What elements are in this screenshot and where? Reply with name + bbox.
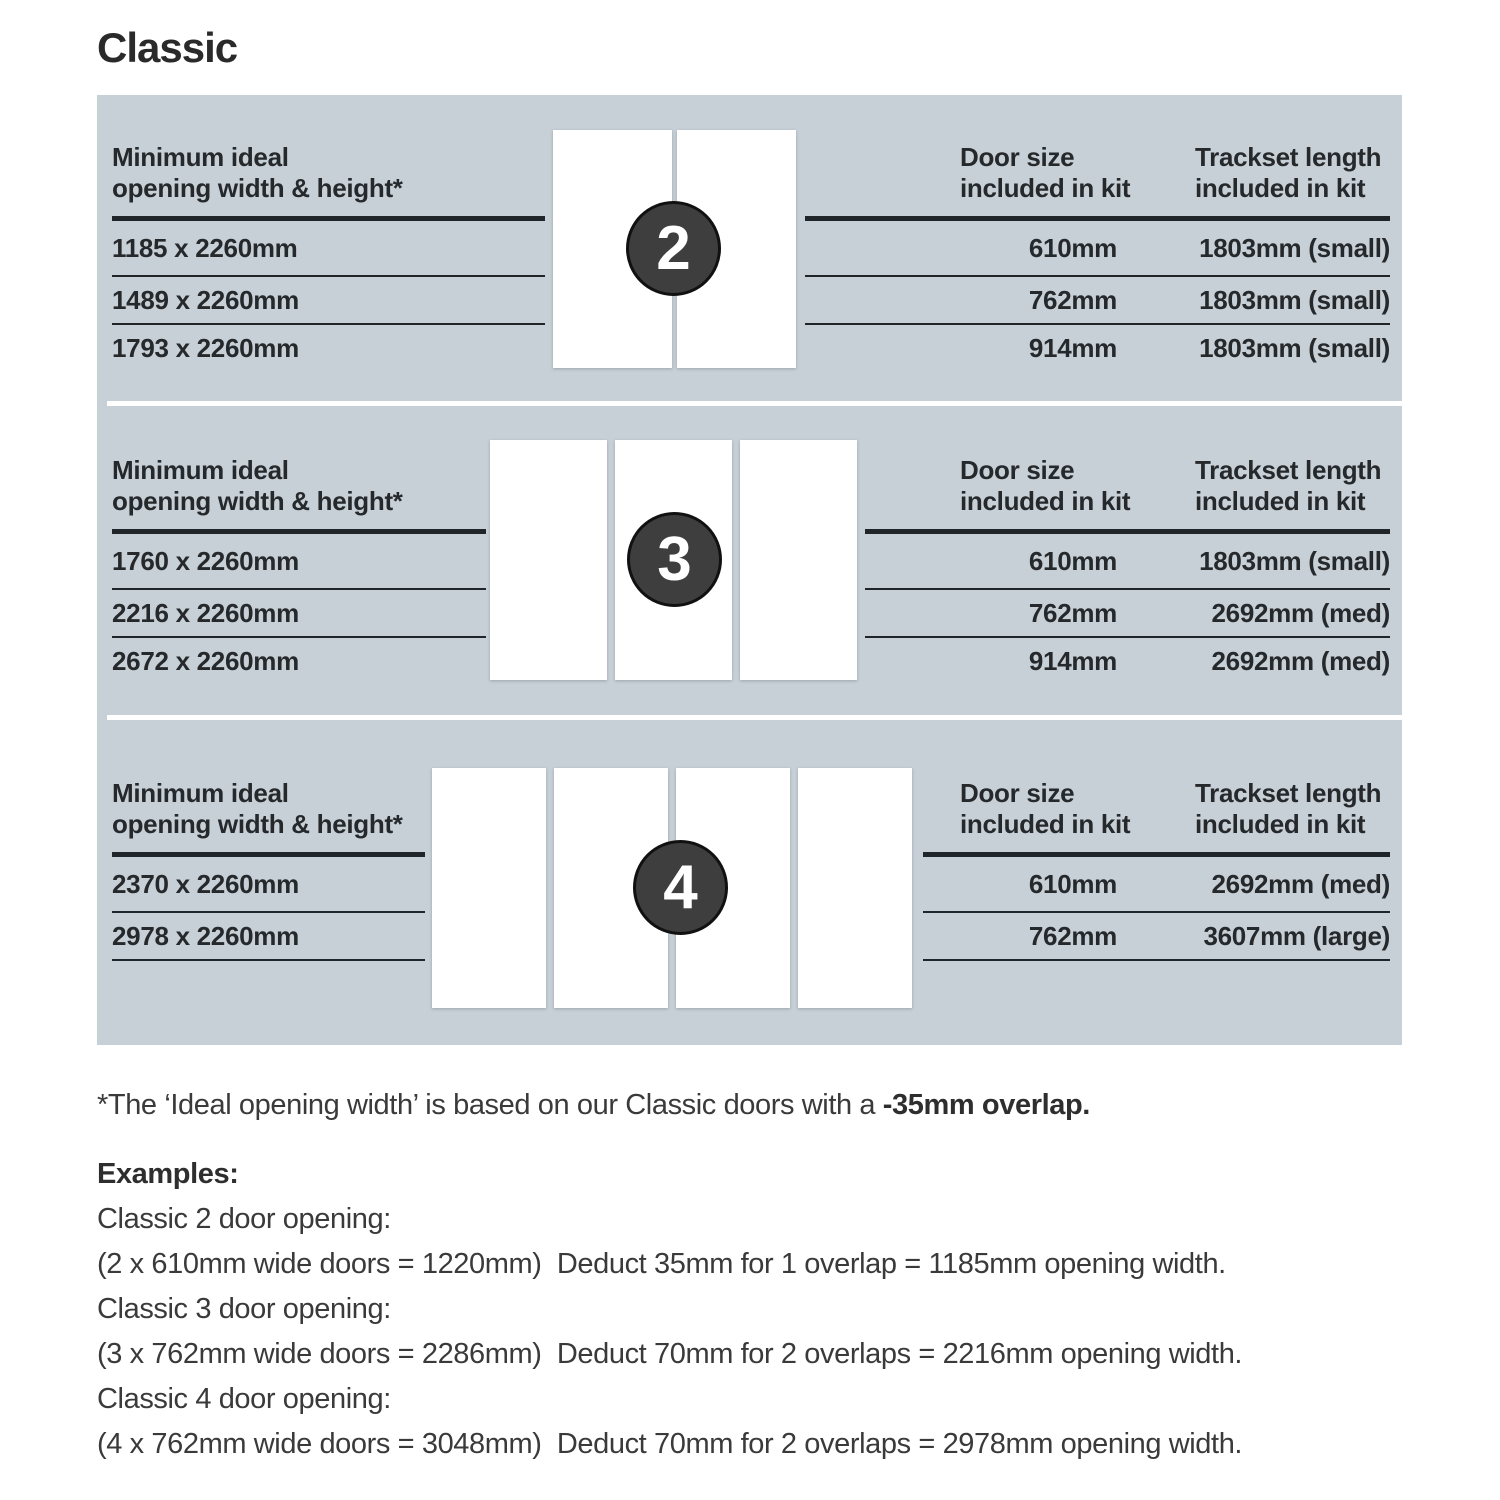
door-size-value: 610mm — [1028, 868, 1117, 899]
door-panel — [490, 440, 607, 680]
door-illustration-4 — [432, 768, 912, 1008]
header-line: opening width & height* — [112, 173, 403, 203]
header-line: Trackset length — [1195, 778, 1382, 808]
table-rule — [112, 216, 545, 221]
opening-size-table: Minimum ideal opening width & height* 11… — [112, 142, 545, 371]
table-rule — [112, 636, 486, 638]
column-header-door-size: Door size included in kit — [923, 778, 1154, 852]
page-title: Classic — [97, 24, 238, 71]
header-line: included in kit — [1195, 173, 1366, 203]
table-rule — [112, 911, 425, 913]
door-panel — [432, 768, 546, 1008]
table-rule — [805, 275, 1390, 277]
door-illustration-3 — [490, 440, 857, 680]
header-line: included in kit — [1195, 809, 1366, 839]
header-line: Trackset length — [1195, 455, 1382, 485]
header-line: Minimum ideal — [112, 778, 289, 808]
table-rule — [112, 588, 486, 590]
door-panel — [798, 768, 912, 1008]
opening-size-value: 2370 x 2260mm — [112, 868, 299, 899]
trackset-value: 2692mm (med) — [1211, 645, 1391, 676]
door-count-badge: 3 — [627, 512, 722, 607]
kit-contents-table: Door size included in kit Trackset lengt… — [865, 455, 1390, 684]
door-size-value: 762mm — [1028, 920, 1117, 951]
header-line: included in kit — [1195, 486, 1366, 516]
kit-contents-table: Door size included in kit Trackset lengt… — [923, 778, 1390, 961]
footnote-bold: -35mm overlap. — [882, 1089, 1091, 1121]
opening-size-value: 2978 x 2260mm — [112, 920, 299, 951]
door-size-value: 762mm — [1028, 597, 1117, 628]
door-size-value: 914mm — [1028, 645, 1117, 676]
example-label: Classic 3 door opening: — [97, 1293, 391, 1325]
header-line: opening width & height* — [112, 486, 403, 516]
opening-size-table: Minimum ideal opening width & height* 17… — [112, 455, 486, 684]
header-line: opening width & height* — [112, 809, 403, 839]
header-line: Trackset length — [1195, 142, 1382, 172]
door-count-badge: 2 — [626, 201, 721, 296]
opening-size-value: 2216 x 2260mm — [112, 597, 299, 628]
trackset-value: 2692mm (med) — [1211, 868, 1391, 899]
header-line: included in kit — [960, 486, 1131, 516]
section-separator — [107, 715, 1402, 720]
door-size-value: 762mm — [1028, 284, 1117, 315]
example-detail: (3 x 762mm wide doors = 2286mm) Deduct 7… — [97, 1338, 1243, 1370]
column-header-opening: Minimum ideal opening width & height* — [112, 455, 486, 529]
example-label: Classic 4 door opening: — [97, 1383, 391, 1415]
header-line: included in kit — [960, 173, 1131, 203]
table-rule — [923, 852, 1390, 857]
table-rule — [112, 852, 425, 857]
table-rule — [865, 529, 1390, 534]
header-line: Minimum ideal — [112, 142, 289, 172]
door-size-value: 610mm — [1028, 545, 1117, 576]
header-line: included in kit — [960, 809, 1131, 839]
opening-size-table: Minimum ideal opening width & height* 23… — [112, 778, 425, 961]
opening-size-value: 1185 x 2260mm — [112, 232, 298, 263]
door-count-badge: 4 — [633, 840, 728, 935]
header-line: Door size — [960, 142, 1075, 172]
table-rule — [865, 636, 1390, 638]
opening-size-value: 1793 x 2260mm — [112, 332, 299, 363]
table-rule — [112, 529, 486, 534]
header-line: Minimum ideal — [112, 455, 289, 485]
trackset-value: 1803mm (small) — [1199, 545, 1390, 576]
table-rule — [112, 959, 425, 961]
column-header-door-size: Door size included in kit — [865, 455, 1154, 529]
examples-block: Examples: Classic 2 door opening: (2 x 6… — [97, 1152, 1457, 1467]
column-header-opening: Minimum ideal opening width & height* — [112, 778, 425, 852]
column-header-trackset: Trackset length included in kit — [1154, 455, 1390, 529]
opening-size-value: 2672 x 2260mm — [112, 645, 299, 676]
table-rule — [923, 911, 1390, 913]
table-rule — [112, 275, 545, 277]
example-detail: (4 x 762mm wide doors = 3048mm) Deduct 7… — [97, 1428, 1243, 1460]
trackset-value: 1803mm (small) — [1199, 284, 1390, 315]
example-detail: (2 x 610mm wide doors = 1220mm) Deduct 3… — [97, 1248, 1226, 1280]
table-rule — [805, 216, 1390, 221]
trackset-value: 1803mm (small) — [1199, 332, 1390, 363]
column-header-trackset: Trackset length included in kit — [1154, 778, 1390, 852]
table-rule — [112, 323, 545, 325]
footnote-text: *The ‘Ideal opening width’ is based on o… — [97, 1089, 883, 1121]
trackset-value: 1803mm (small) — [1199, 232, 1390, 263]
trackset-value: 3607mm (large) — [1203, 920, 1390, 951]
opening-size-value: 1760 x 2260mm — [112, 545, 299, 576]
section-separator — [107, 401, 1402, 406]
kit-contents-table: Door size included in kit Trackset lengt… — [805, 142, 1390, 371]
opening-size-value: 1489 x 2260mm — [112, 284, 299, 315]
column-header-opening: Minimum ideal opening width & height* — [112, 142, 545, 216]
trackset-value: 2692mm (med) — [1211, 597, 1391, 628]
door-size-value: 914mm — [1028, 332, 1117, 363]
table-rule — [865, 588, 1390, 590]
column-header-trackset: Trackset length included in kit — [1154, 142, 1390, 216]
header-line: Door size — [960, 778, 1075, 808]
example-label: Classic 2 door opening: — [97, 1203, 391, 1235]
header-line: Door size — [960, 455, 1075, 485]
examples-heading: Examples: — [97, 1158, 239, 1190]
table-rule — [923, 959, 1390, 961]
footnote: *The ‘Ideal opening width’ is based on o… — [97, 1088, 1427, 1122]
column-header-door-size: Door size included in kit — [805, 142, 1154, 216]
door-size-value: 610mm — [1028, 232, 1117, 263]
door-panel — [740, 440, 857, 680]
table-rule — [805, 323, 1390, 325]
